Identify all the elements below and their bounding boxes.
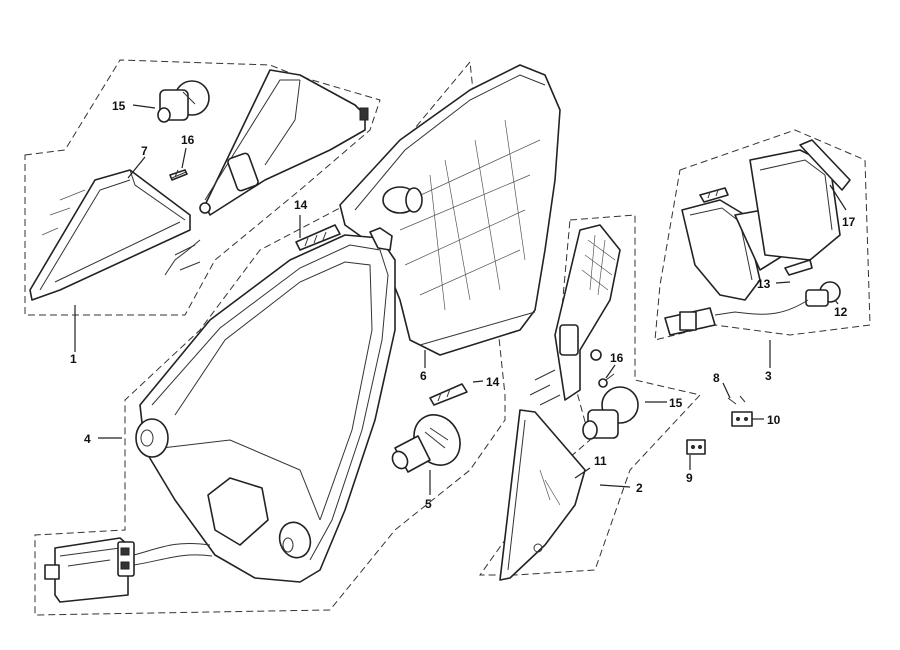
callout-15-left: 15 (112, 99, 126, 113)
callout-3: 3 (765, 369, 772, 383)
callout-2: 2 (636, 481, 643, 495)
callout-labels: 1 2 3 4 5 6 7 8 9 10 11 12 13 14 14 15 1… (70, 99, 856, 511)
leader-lines (74, 104, 847, 495)
group-outline-right-indicator (479, 214, 701, 576)
screw-top-left (169, 169, 188, 181)
callout-17: 17 (842, 215, 856, 229)
left-indicator-assembly (29, 169, 201, 301)
callout-15-right: 15 (669, 396, 683, 410)
bulb-top-left (157, 80, 210, 123)
callout-14-lower: 14 (486, 375, 500, 389)
right-lens-part-11 (499, 409, 586, 581)
callout-12: 12 (834, 305, 848, 319)
callout-10: 10 (767, 413, 781, 427)
screw-14-lower (429, 383, 468, 406)
screw-right-16 (598, 373, 615, 388)
screw-14-upper (295, 224, 341, 251)
callout-4: 4 (84, 432, 91, 446)
group-outline-license-light (654, 129, 871, 341)
clip-part-8 (727, 395, 746, 405)
right-indicator-bracket (529, 224, 621, 406)
left-socket-bracket (199, 69, 369, 216)
callout-9: 9 (686, 471, 693, 485)
tail-light-housing-part-4 (135, 227, 396, 583)
bulb-part-5 (391, 414, 461, 473)
plate-part-9 (686, 439, 706, 455)
callout-13: 13 (757, 277, 771, 291)
callout-5: 5 (425, 497, 432, 511)
callout-16-right: 16 (610, 351, 624, 365)
callout-8: 8 (713, 371, 720, 385)
license-light-assembly (664, 139, 851, 336)
callout-14-upper: 14 (294, 198, 308, 212)
callout-16-left: 16 (181, 133, 195, 147)
wire-connector (44, 537, 213, 603)
bulb-right-15 (582, 386, 639, 440)
callout-11: 11 (594, 454, 607, 468)
callout-6: 6 (420, 369, 427, 383)
callout-7: 7 (141, 144, 148, 158)
group-outline-main-tail-light (34, 60, 506, 616)
callout-1: 1 (70, 352, 77, 366)
plate-part-10 (731, 411, 753, 427)
